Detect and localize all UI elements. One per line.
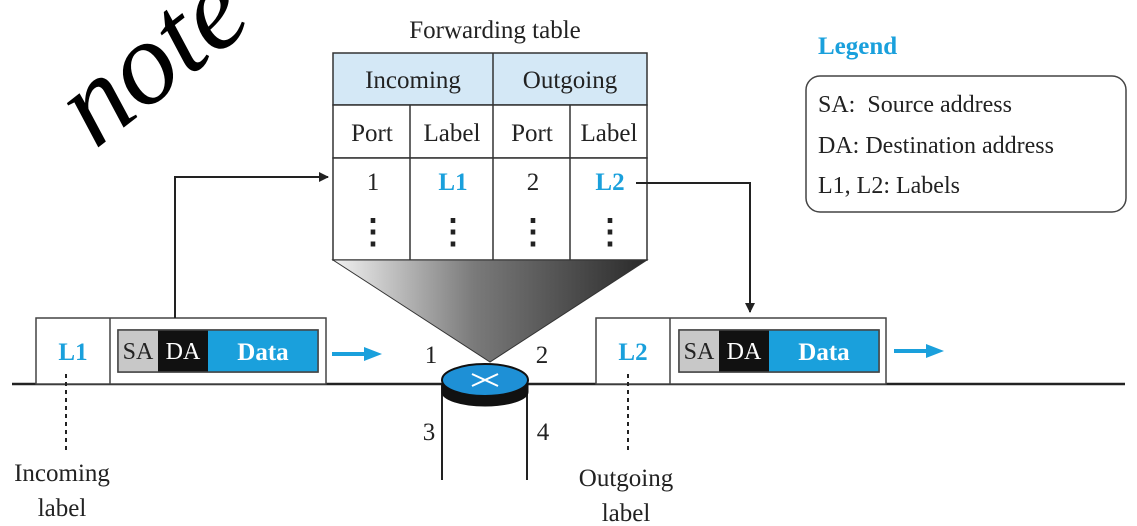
table-lookup-funnel [331, 259, 649, 363]
incoming-label-caption-line1: Incoming [14, 460, 110, 487]
cell-in-label: L1 [438, 169, 467, 196]
incoming-packet-data: Data [237, 339, 289, 366]
lookup-arrow-to-outgoing [636, 182, 755, 313]
continuation-col2: ⋮ [436, 214, 470, 251]
legend-box [805, 75, 1127, 213]
outgoing-label-caption-line2: label [602, 500, 651, 526]
lookup-arrow-to-table [174, 172, 329, 318]
continuation-col1: ⋮ [356, 214, 390, 251]
port-number-1: 1 [425, 342, 438, 369]
legend-item-da: DA: Destination address [818, 133, 1054, 159]
incoming-packet-label: L1 [58, 339, 87, 366]
incoming-packet: L1 SA DA Data [35, 317, 327, 385]
outgoing-direction-arrow [894, 344, 944, 358]
subheader-in-port: Port [351, 120, 393, 147]
incoming-direction-arrow [332, 347, 382, 361]
cell-in-port: 1 [367, 169, 380, 196]
forwarding-table: Incoming Outgoing Port Label Port Label … [332, 52, 648, 261]
incoming-packet-sa: SA [123, 339, 154, 365]
cell-out-label: L2 [595, 169, 624, 196]
header-outgoing: Outgoing [523, 67, 618, 94]
forwarding-table-title: Forwarding table [409, 17, 580, 44]
cell-out-port: 2 [527, 169, 540, 196]
watermark-text: note [30, 0, 271, 170]
port-number-4: 4 [537, 419, 550, 446]
outgoing-packet-sa: SA [684, 339, 715, 365]
subheader-out-port: Port [511, 120, 553, 147]
incoming-label-caption-line2: label [38, 495, 87, 522]
outgoing-packet-data: Data [798, 339, 850, 366]
header-incoming: Incoming [365, 67, 461, 94]
legend-item-sa: SA: Source address [818, 92, 1012, 118]
continuation-col3: ⋮ [516, 214, 550, 251]
port-number-3: 3 [423, 419, 436, 446]
legend-title: Legend [818, 33, 897, 60]
port-number-2: 2 [536, 342, 549, 369]
outgoing-label-caption-line1: Outgoing [579, 465, 674, 492]
outgoing-packet-label: L2 [618, 339, 647, 366]
outgoing-packet: L2 SA DA Data [595, 317, 887, 385]
subheader-in-label: Label [424, 120, 481, 147]
subheader-out-label: Label [581, 120, 638, 147]
router-icon [441, 363, 529, 480]
outgoing-packet-da: DA [727, 339, 762, 365]
incoming-packet-da: DA [166, 339, 201, 365]
continuation-col4: ⋮ [593, 214, 627, 251]
legend-item-labels: L1, L2: Labels [818, 173, 960, 199]
